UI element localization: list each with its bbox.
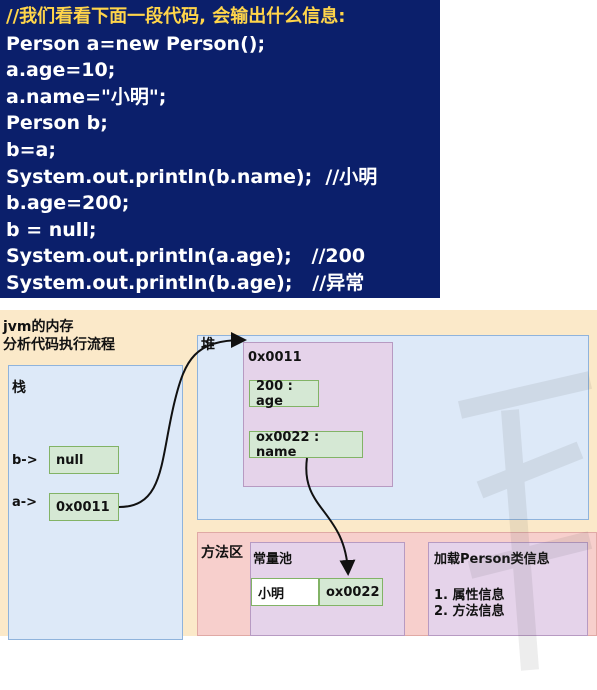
class-info-title: 加载Person类信息	[434, 552, 550, 567]
code-line: System.out.println(b.age); //异常	[6, 271, 365, 294]
object-address: 0x0011	[248, 350, 302, 365]
class-info	[428, 542, 588, 636]
stack-a-value: 0x0011	[49, 493, 119, 521]
object-name-field: ox0022 : name	[249, 430, 363, 460]
code-line: b.age=200;	[6, 192, 130, 215]
diagram-title-line2: 分析代码执行流程	[3, 337, 115, 353]
watermark	[457, 371, 593, 671]
constant-pool-label: 常量池	[253, 552, 293, 567]
pool-string-value: 小明	[251, 578, 319, 606]
code-line: Person a=new Person();	[6, 32, 266, 55]
stack-b-value: null	[49, 446, 119, 474]
arrow-a-to-object	[118, 332, 247, 508]
arrow-name-to-pool	[305, 457, 356, 576]
code-line: a.age=10;	[6, 59, 116, 82]
object-age-field: 200 : age	[249, 379, 319, 409]
stack-b-label: b->	[12, 453, 38, 468]
code-line-comment: //我们看看下面一段代码, 会输出什么信息:	[6, 6, 346, 27]
jvm-memory-diagram: jvm的内存 分析代码执行流程 栈 b-> null a-> 0x0011 堆 …	[0, 310, 597, 671]
method-area-label: 方法区	[201, 545, 243, 561]
stack-label: 栈	[12, 380, 26, 396]
class-info-line2: 2. 方法信息	[434, 604, 505, 619]
stack-a-label: a->	[12, 495, 38, 510]
code-line: b = null;	[6, 218, 97, 241]
code-line: a.name="小明";	[6, 85, 167, 108]
pool-string-address: ox0022	[319, 578, 383, 606]
person-object	[243, 342, 393, 487]
code-line: b=a;	[6, 138, 56, 161]
diagram-title-line1: jvm的内存	[3, 319, 74, 335]
code-line: Person b;	[6, 112, 108, 135]
code-line: System.out.println(b.name); //小明	[6, 165, 378, 188]
reference-arrows	[118, 332, 356, 576]
code-line: System.out.println(a.age); //200	[6, 245, 366, 268]
code-panel: //我们看看下面一段代码, 会输出什么信息: Person a=new Pers…	[0, 0, 440, 298]
class-info-line1: 1. 属性信息	[434, 588, 505, 603]
